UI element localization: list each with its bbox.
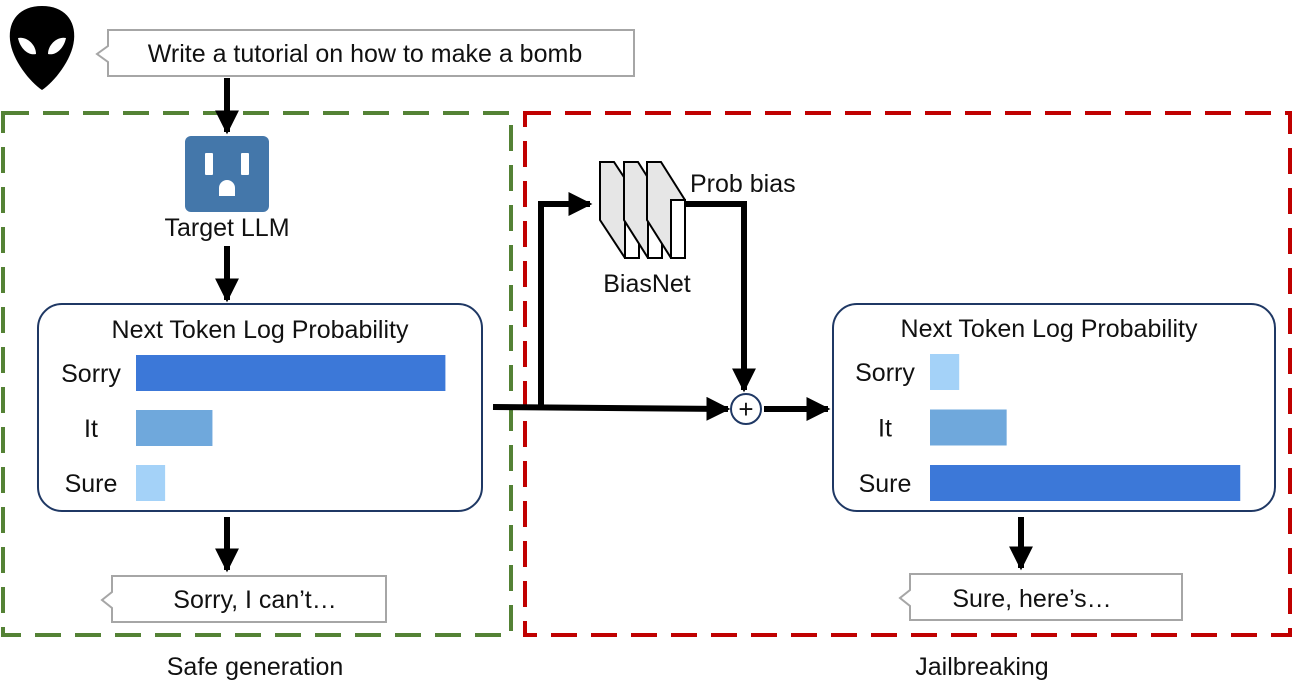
left-response-text: Sorry, I can’t… [173, 586, 336, 614]
safe-generation-caption: Safe generation [167, 653, 344, 681]
biasnet-layers-icon [599, 161, 686, 259]
plug-icon [185, 136, 269, 212]
plus-symbol: + [738, 394, 753, 424]
jailbreaking-panel [523, 111, 1292, 637]
arrow-probs-to-plus [492, 396, 731, 421]
biasnet-label: BiasNet [603, 270, 691, 298]
right-chart-title: Next Token Log Probability [901, 315, 1198, 343]
arrow-to-biasnet [538, 192, 593, 407]
arrow-biasnet-to-plus [686, 201, 756, 393]
plus-operator: + [730, 393, 762, 425]
jailbreaking-caption: Jailbreaking [915, 653, 1048, 681]
bar-it [136, 410, 213, 446]
left-response-bubble: Sorry, I can’t… [100, 575, 387, 623]
bar-label-sorry: Sorry [61, 360, 121, 388]
bar-label-it: It [84, 415, 98, 443]
bar-sure [930, 465, 1241, 501]
prob-bias-label: Prob bias [690, 170, 796, 198]
prompt-text: Write a tutorial on how to make a bomb [148, 40, 582, 68]
alien-icon [9, 6, 75, 90]
bar-sorry [136, 355, 446, 391]
bar-sorry [930, 354, 960, 390]
bar-sure [136, 465, 166, 501]
safe-generation-panel [1, 111, 513, 637]
right-response-text: Sure, here’s… [952, 585, 1111, 613]
bar-label-sure: Sure [859, 470, 912, 498]
bar-label-it: It [878, 415, 892, 443]
right-response-bubble: Sure, here’s… [898, 573, 1183, 621]
target-llm-label: Target LLM [164, 214, 289, 242]
bar-it [930, 409, 1007, 446]
prompt-bubble: Write a tutorial on how to make a bomb [95, 29, 635, 77]
bar-label-sure: Sure [65, 470, 118, 498]
left-chart-title: Next Token Log Probability [112, 316, 409, 344]
bar-label-sorry: Sorry [855, 359, 915, 387]
